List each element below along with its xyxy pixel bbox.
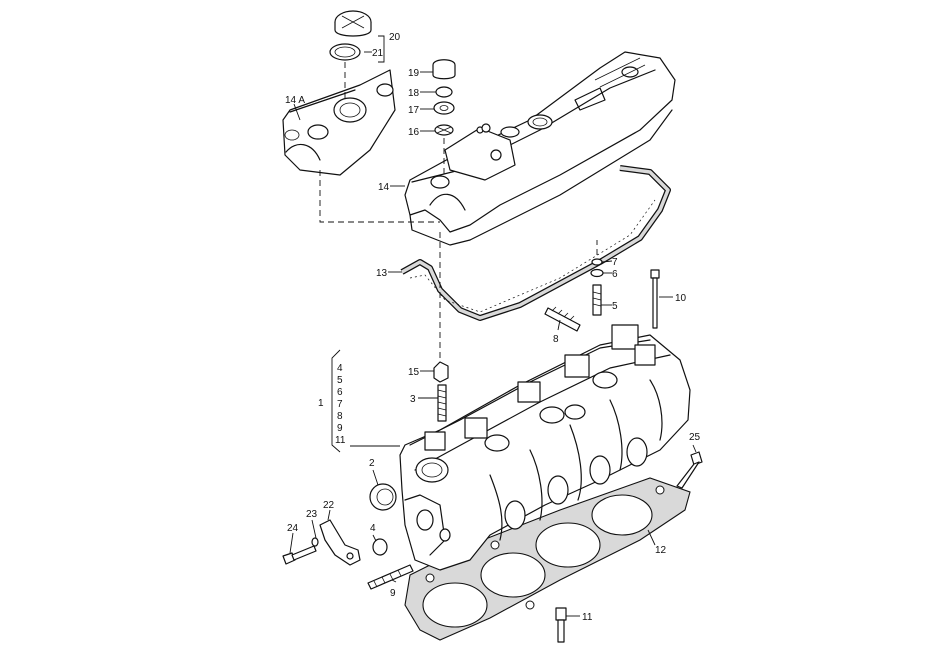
callout-6: 6 — [612, 269, 618, 280]
callout-2: 2 — [369, 458, 375, 469]
front-seal-and-plug — [367, 483, 414, 590]
mounting-hardware-stack — [432, 59, 456, 136]
callout-8: 8 — [553, 334, 559, 345]
valve-cover-variant-14a — [282, 69, 396, 176]
callout-labels: 20 21 14 A 19 18 17 16 14 13 7 6 5 10 8 … — [285, 32, 701, 623]
head-gasket — [404, 477, 691, 641]
callout-9: 9 — [390, 588, 396, 599]
callout-1-sub-7: 7 — [337, 399, 343, 410]
valve-cover-gasket — [400, 165, 671, 321]
callout-12: 12 — [655, 545, 667, 556]
bracket-assembly — [282, 519, 361, 566]
callout-1-sub-4: 4 — [337, 363, 343, 374]
callout-19: 19 — [408, 68, 420, 79]
callout-10: 10 — [675, 293, 687, 304]
callout-13: 13 — [376, 268, 388, 279]
cylinder-head — [399, 324, 691, 571]
callout-20: 20 — [389, 32, 401, 43]
callout-7: 7 — [612, 257, 618, 268]
callout-4: 4 — [370, 523, 376, 534]
callout-5: 5 — [612, 301, 618, 312]
callout-16: 16 — [408, 127, 420, 138]
callout-1-sub-9: 9 — [337, 423, 343, 434]
stud-and-nut — [433, 361, 449, 422]
callout-1-sub-6: 6 — [337, 387, 343, 398]
callout-22: 22 — [323, 500, 335, 511]
callout-21: 21 — [372, 48, 384, 59]
valve-cover — [404, 51, 676, 246]
callout-leaders — [289, 35, 697, 617]
callout-24: 24 — [287, 523, 299, 534]
callout-1-sub-8: 8 — [337, 411, 343, 422]
callout-14: 14 — [378, 182, 390, 193]
bearing-towers — [424, 324, 656, 451]
callout-25: 25 — [689, 432, 701, 443]
callout-14a: 14 A — [285, 95, 305, 106]
callout-18: 18 — [408, 88, 420, 99]
assembly-lines — [319, 62, 598, 360]
callout-1-sub-5: 5 — [337, 375, 343, 386]
callout-17: 17 — [408, 105, 420, 116]
oil-filler-cap — [329, 10, 372, 61]
cam-cap-studs — [544, 258, 660, 332]
callout-15: 15 — [408, 367, 420, 378]
callout-3: 3 — [410, 394, 416, 405]
callout-11: 11 — [582, 612, 593, 623]
callout-23: 23 — [306, 509, 318, 520]
callout-1: 1 — [318, 398, 324, 409]
head-bolts — [555, 451, 703, 643]
callout-1-sub-11: 11 — [335, 435, 346, 446]
